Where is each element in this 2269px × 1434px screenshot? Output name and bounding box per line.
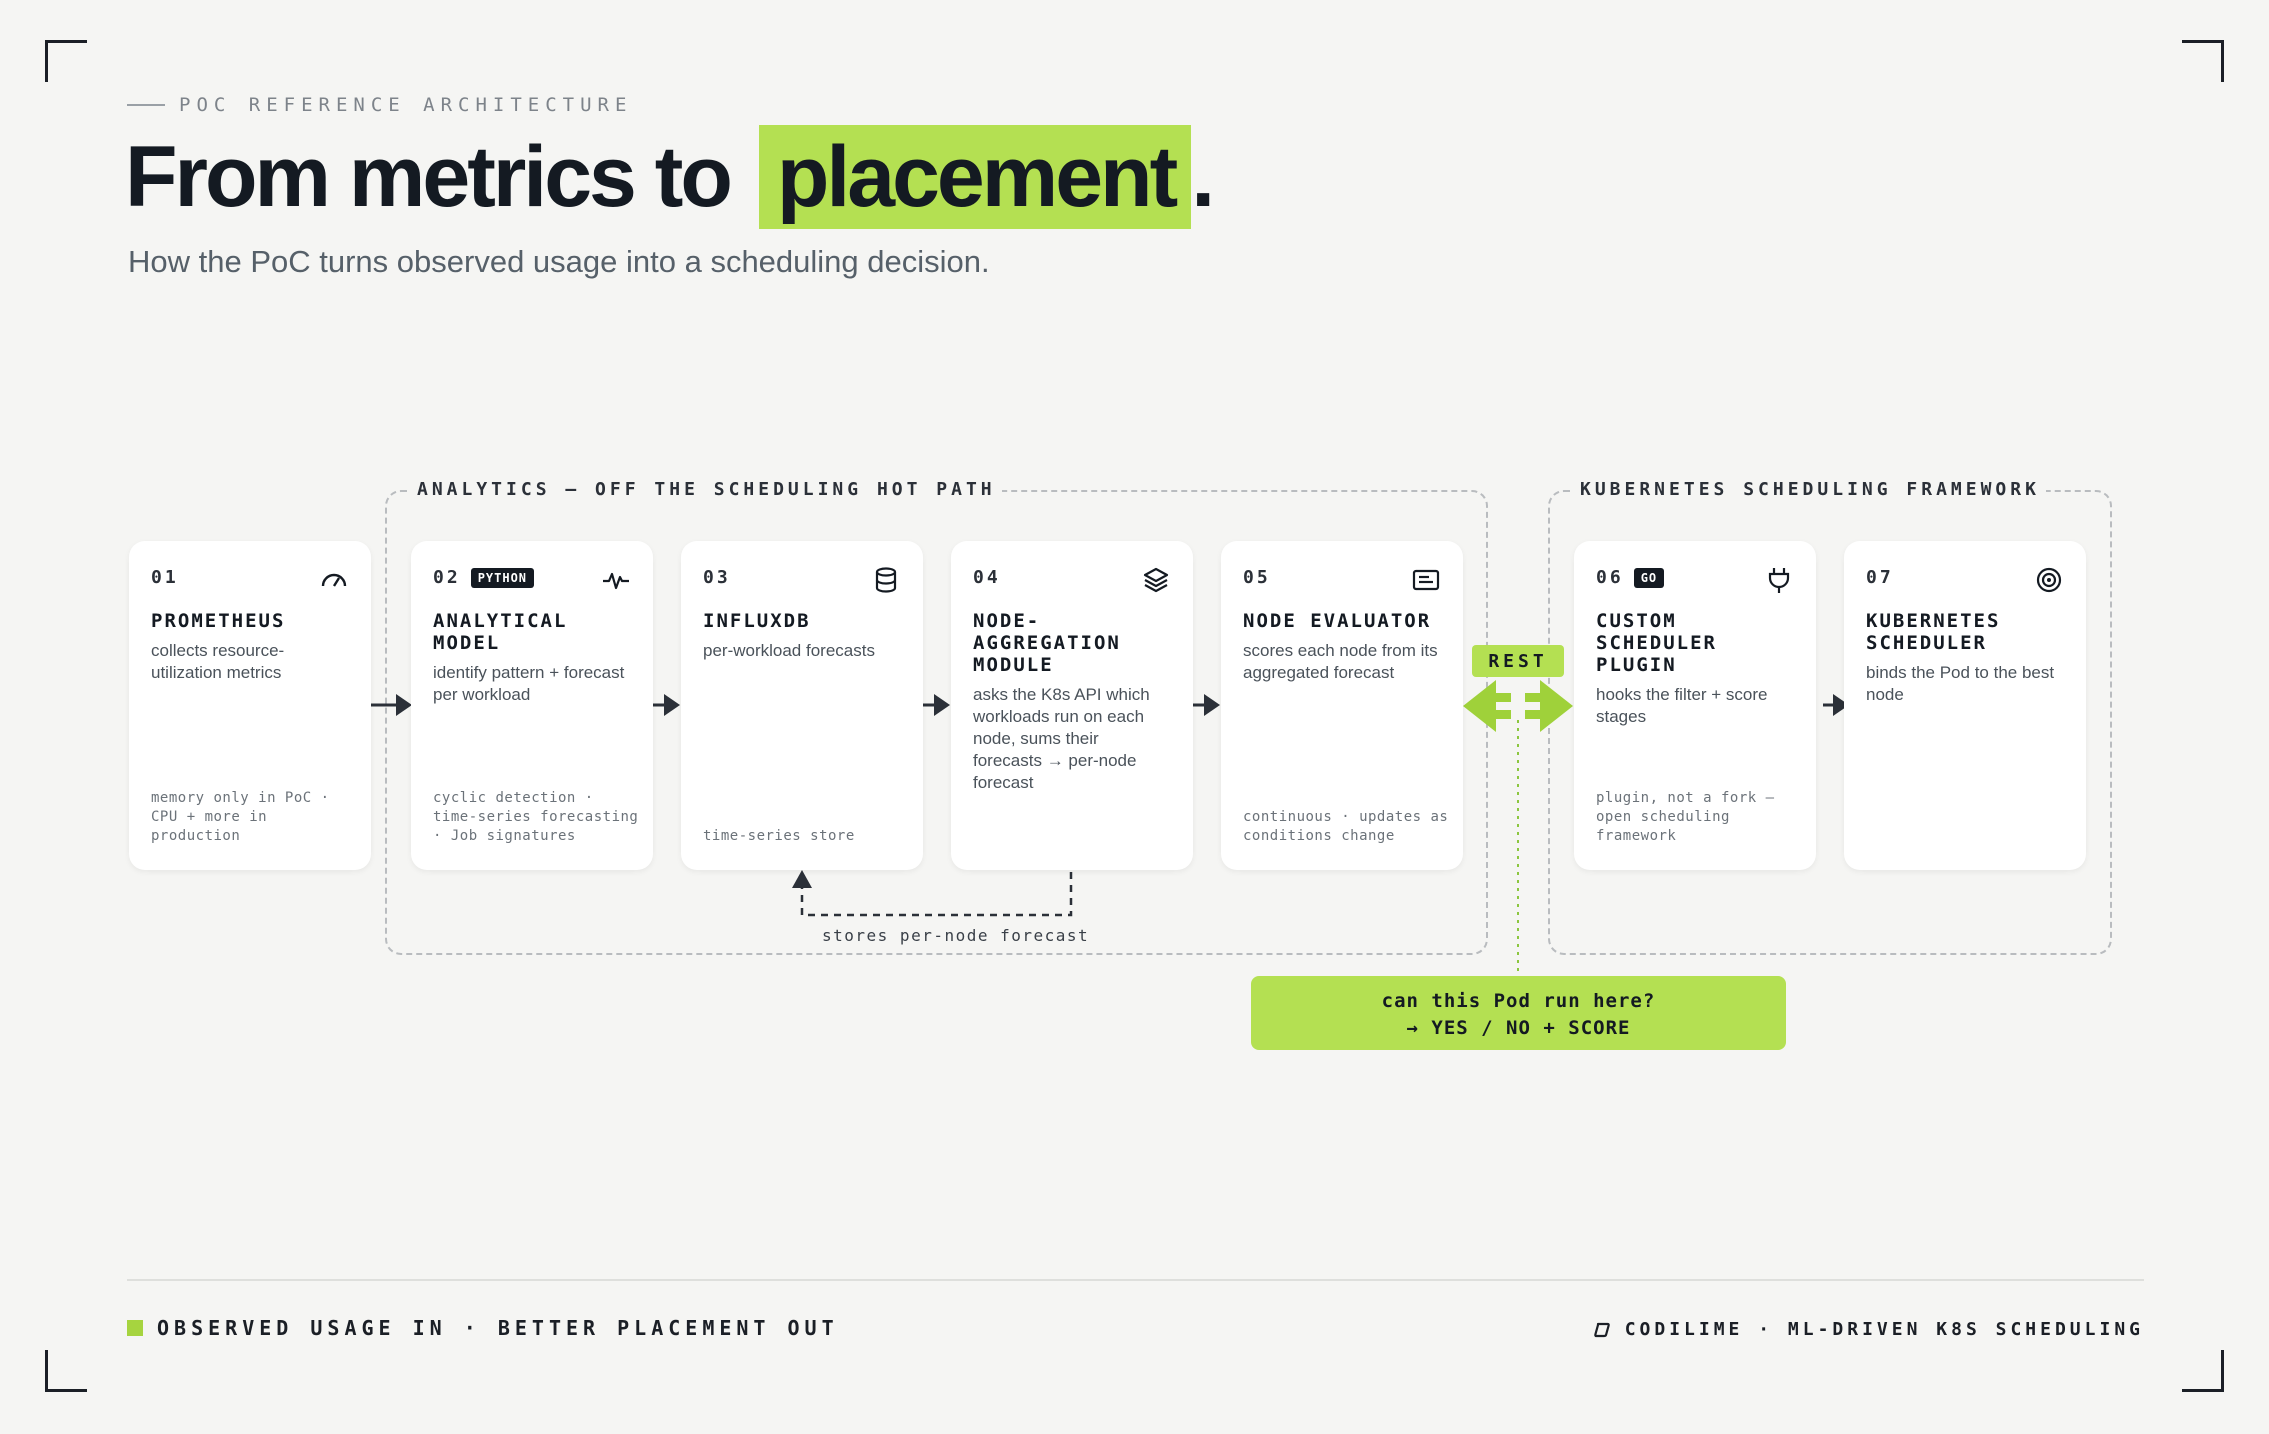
rest-label: REST [1472,645,1564,677]
card-description: per-workload forecasts [703,641,875,660]
language-tag: PYTHON [470,567,535,588]
database-icon [875,567,897,593]
accent-square-icon [127,1320,143,1336]
card-analytical-model: 02 PYTHON ANALYTICAL MODEL identify patte… [411,541,653,870]
decision-callout: can this Pod run here? → YES / NO + SCOR… [1251,976,1786,1050]
card-description: hooks the filter + score stages [1596,685,1768,726]
codilime-logo-icon [1593,1322,1610,1337]
plug-icon [1768,568,1790,593]
callout-line-1: can this Pod run here? [1381,990,1656,1012]
card-title: INFLUXDB [703,610,811,632]
layers-icon [1143,567,1169,593]
card-number-text: 01 [151,567,179,588]
card-footnote: continuous · updates as conditions chang… [1243,809,1449,844]
page-title: From metrics to placement. [125,122,1215,232]
card-title: NODE EVALUATOR [1243,610,1432,632]
card-number: 07 [1866,567,2064,588]
card-number-text: 02 [433,567,461,588]
card-title: CUSTOM SCHEDULER PLUGIN [1596,610,1717,676]
card-number-text: 03 [703,567,731,588]
card-description: asks the K8s API which workloads run on … [973,685,1150,792]
k8s-framework-group: KUBERNETES SCHEDULING FRAMEWORK [1548,479,2112,955]
corner-mark-top-left [45,40,87,82]
card-description: identify pattern + forecast per workload [433,663,625,704]
gauge-icon [321,573,347,587]
footer-right-text: CODILIME · ML-DRIVEN K8S SCHEDULING [1624,1319,2144,1340]
corner-mark-bottom-right [2182,1350,2224,1392]
card-description: binds the Pod to the best node [1866,663,2055,704]
card-number: 03 [703,567,901,588]
card-node-aggregation: 04 NODE-AGGREGATION MODULE asks the K8s … [951,541,1193,870]
card-number: 06 GO [1596,567,1794,588]
callout-line-2: → YES / NO + SCORE [1406,1017,1631,1039]
loop-label: stores per-node forecast [822,926,1090,945]
card-footnote: plugin, not a fork — open scheduling fra… [1596,790,1775,844]
title-suffix: . [1191,129,1215,225]
eyebrow-rule [127,104,165,106]
card-number: 05 [1243,567,1441,588]
card-prometheus: 01 PROMETHEUS collects resource-utilizat… [129,541,371,870]
card-title: ANALYTICAL MODEL [433,610,568,654]
analytics-group-label: ANALYTICS — OFF THE SCHEDULING HOT PATH [411,479,1002,500]
corner-mark-bottom-left [45,1350,87,1392]
card-custom-scheduler-plugin: 06 GO CUSTOM SCHEDULER PLUGIN hooks the f… [1574,541,1816,870]
card-kubernetes-scheduler: 07 KUBERNETES SCHEDULER binds the Pod to… [1844,541,2086,870]
card-footnote: cyclic detection · time-series forecasti… [433,790,639,844]
k8s-group-label: KUBERNETES SCHEDULING FRAMEWORK [1574,479,2046,500]
corner-mark-top-right [2182,40,2224,82]
card-number: 01 [151,567,349,588]
footer-brand: CODILIME · ML-DRIVEN K8S SCHEDULING [1593,1319,2144,1340]
card-title: PROMETHEUS [151,610,286,632]
card-number-text: 05 [1243,567,1271,588]
eyebrow-text: POC REFERENCE ARCHITECTURE [179,94,633,116]
page-subtitle: How the PoC turns observed usage into a … [128,244,990,279]
footer-left-text: OBSERVED USAGE IN · BETTER PLACEMENT OUT [157,1316,839,1340]
pulse-icon [603,572,629,590]
footer-tagline: OBSERVED USAGE IN · BETTER PLACEMENT OUT [127,1316,839,1340]
scorecard-icon [1412,569,1440,591]
card-description: collects resource-utilization metrics [151,641,285,682]
language-tag: GO [1633,567,1665,588]
title-highlight: placement [758,125,1192,229]
card-footnote: memory only in PoC · CPU + more in produ… [151,790,330,844]
card-number: 04 [973,567,1171,588]
eyebrow: POC REFERENCE ARCHITECTURE [127,94,632,116]
analytics-group: ANALYTICS — OFF THE SCHEDULING HOT PATH [385,479,1488,955]
card-footnote: time-series store [703,828,855,844]
card-title: KUBERNETES SCHEDULER [1866,610,2001,654]
card-node-evaluator: 05 NODE EVALUATOR scores each node from … [1221,541,1463,870]
footer-divider [127,1279,2144,1281]
card-number-text: 04 [973,567,1001,588]
card-influxdb: 03 INFLUXDB per-workload forecasts time-… [681,541,923,870]
target-icon [2036,567,2062,593]
title-prefix: From metrics to [125,129,733,225]
card-number-text: 06 [1596,567,1624,588]
card-title: NODE-AGGREGATION MODULE [973,610,1121,676]
card-number-text: 07 [1866,567,1894,588]
card-number: 02 PYTHON [433,567,631,588]
card-description: scores each node from its aggregated for… [1243,641,1438,682]
